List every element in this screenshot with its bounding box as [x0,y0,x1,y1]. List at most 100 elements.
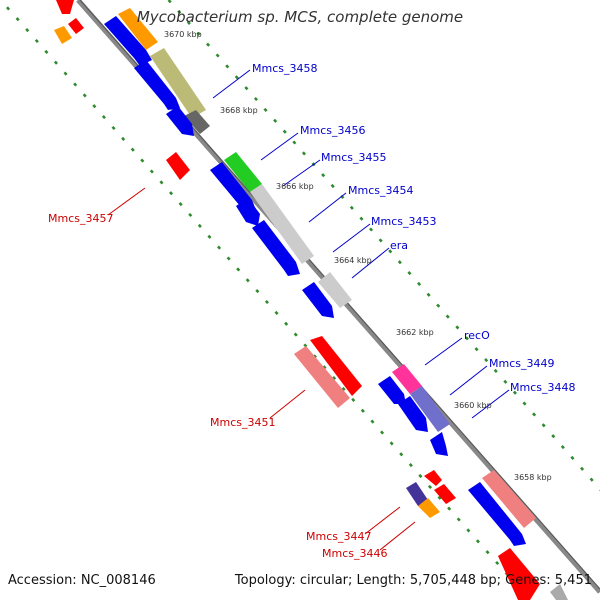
gene-label-mmcs3457: Mmcs_3457 [48,212,113,225]
tick-dot [388,249,393,254]
tick-dot [332,376,337,381]
leader-line-mmcs3446 [379,521,416,551]
gene-feature-green [224,152,262,192]
leader-line-mmcs3447 [364,506,401,535]
tick-dot [217,245,222,250]
tick-dot [495,560,500,566]
gene-feature-blue-10 [430,432,448,456]
gene-feature-blue-7 [302,282,334,318]
gene-feature-orange [118,8,158,50]
gene-feature-grey-bottom [550,584,568,600]
gene-feature-top-red [56,0,74,14]
leader-line-mmcs3448 [471,389,510,419]
label-leader-lines [107,69,510,551]
tick-dot [188,212,193,218]
tick-dot [178,202,183,207]
tick-dot [341,386,346,392]
tick-guides [6,0,600,598]
tick-dot [15,17,20,22]
tick-dot [589,477,594,482]
tick-dot [475,539,480,544]
tick-dot [349,205,354,210]
tick-dot [245,278,250,283]
gene-features [54,0,568,600]
leader-line-mmcs3453 [332,223,371,253]
tick-dot [92,104,97,109]
tick-dot [236,267,241,272]
gene-feature-olive [150,48,206,118]
tick-dot [140,158,145,163]
tick-dot [82,93,87,98]
tick-dot [263,107,268,112]
tick-dot [474,347,479,352]
tick-dot [301,151,306,156]
kbp-mark-3660: 3660 kbp [454,401,492,410]
tick-dot [101,115,106,120]
tick-dot [493,368,498,373]
gene-label-reco: recO [464,329,490,342]
gene-feature-blue-2 [134,60,180,110]
tick-dot [121,136,126,141]
tick-dot [197,223,202,228]
tick-dot [177,9,182,15]
tick-dot [456,517,461,522]
tick-dot [226,256,231,261]
tick-dot [244,86,249,91]
tick-dot [293,332,298,337]
leader-line-mmcs3455 [282,159,321,187]
tick-dot [445,314,450,319]
leader-line-mmcs3456 [260,132,299,161]
tick-dot [169,191,174,196]
tick-dot [111,125,116,131]
tick-dot [273,118,278,123]
gene-label-mmcs3455: Mmcs_3455 [321,151,386,164]
gene-feature-salmon-1 [294,346,350,408]
gene-feature-red-3 [424,470,442,486]
tick-dot [512,390,517,395]
gene-feature-blue-9 [398,396,428,432]
gene-feature-reverse-red-1 [166,152,190,180]
tick-dot [6,6,11,11]
gene-feature-orange-2 [418,498,440,518]
tick-dot [464,336,469,341]
tick-dot [541,423,546,428]
tick-dot [484,358,489,363]
gene-feature-blue-6 [252,220,300,276]
tick-dot [399,452,404,457]
gene-feature-light-grey-2 [318,272,352,308]
tick-dot [253,96,258,102]
genome-summary-label: Topology: circular; Length: 5,705,448 bp… [234,573,592,588]
tick-dot [570,455,575,460]
tick-dot [264,299,269,305]
tick-dot [351,397,356,402]
tick-dot [437,495,442,500]
kbp-mark-3658: 3658 kbp [514,473,552,482]
tick-dot [359,216,364,221]
gene-feature-red-4 [434,484,456,504]
gene-feature-blue-8 [378,376,406,404]
tick-dot [427,484,433,489]
tick-dot [455,325,460,330]
tick-dot [44,49,49,54]
gene-feature-blue-11 [468,482,526,546]
leader-line-mmcs3451 [269,389,306,419]
tick-dot [330,183,335,189]
gene-feature-blue-4 [210,162,256,212]
gene-feature-dark-grey [184,110,210,134]
gene-label-mmcs3447: Mmcs_3447 [306,530,371,543]
gene-feature-red-2 [310,336,362,396]
tick-dot [186,20,191,25]
tick-dot [25,28,30,33]
tick-dot [408,463,413,468]
gene-feature-blue-1 [104,16,152,66]
tick-dot [532,412,537,417]
gene-label-mmcs3446: Mmcs_3446 [322,547,387,560]
leader-line-mmcs3449 [449,365,488,396]
gene-feature-blue-5 [236,198,260,226]
tick-dot [369,227,374,232]
tick-dot [380,430,385,435]
tick-dot [159,180,164,185]
tick-dot [196,31,201,36]
gene-label-mmcs3453: Mmcs_3453 [371,215,436,228]
tick-dot [321,173,326,178]
